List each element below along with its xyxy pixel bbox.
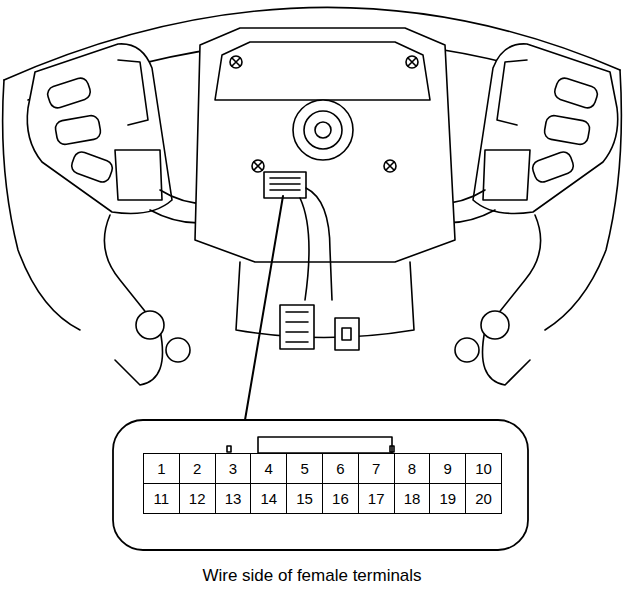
switch-bracket <box>115 150 162 200</box>
pin-number: 3 <box>229 461 237 476</box>
pin-cell: 6 <box>322 453 359 484</box>
pin-number: 2 <box>193 461 201 476</box>
pin-cell: 17 <box>358 483 395 514</box>
harness-plug <box>286 312 308 342</box>
harness-plug <box>335 318 359 350</box>
leader-line <box>245 196 283 420</box>
airbag-housing <box>215 42 430 100</box>
pin-number: 20 <box>475 491 492 506</box>
pin-number: 16 <box>332 491 349 506</box>
switch-bracket <box>118 60 148 125</box>
wheel-connector <box>264 172 306 198</box>
switch-pod <box>27 44 172 214</box>
column-cover <box>236 262 414 338</box>
pin-number: 10 <box>475 461 492 476</box>
pin-cell: 20 <box>465 483 502 514</box>
wheel-spoke <box>104 215 162 385</box>
connector-notch <box>390 446 394 452</box>
pin-number: 6 <box>336 461 344 476</box>
harness-plug <box>342 328 351 340</box>
pin-number: 12 <box>189 491 206 506</box>
pin-number: 9 <box>444 461 452 476</box>
switch-button <box>69 150 114 184</box>
switch-button <box>54 114 101 145</box>
pin-cell: 18 <box>394 483 431 514</box>
pin-cell: 4 <box>250 453 287 484</box>
pin-number: 15 <box>296 491 313 506</box>
pin-number: 5 <box>300 461 308 476</box>
pin-cell: 8 <box>394 453 431 484</box>
pin-number: 11 <box>154 491 170 506</box>
pin-number: 1 <box>157 461 165 476</box>
pin-cell: 14 <box>250 483 287 514</box>
pin-cell: 5 <box>286 453 323 484</box>
connector-notch <box>227 446 231 452</box>
wire-harness <box>306 188 332 300</box>
wheel-connector <box>270 178 300 190</box>
pin-number: 17 <box>368 491 385 506</box>
connector-latch <box>258 437 392 453</box>
switch-button <box>166 338 190 362</box>
pin-number: 4 <box>265 461 273 476</box>
pin-number: 19 <box>439 491 456 506</box>
switch-button <box>46 76 93 110</box>
pin-cell: 2 <box>179 453 216 484</box>
steering-hub <box>304 111 342 149</box>
steering-hub <box>293 100 353 160</box>
pin-number: 18 <box>404 491 421 506</box>
pin-cell: 13 <box>215 483 252 514</box>
screw <box>230 56 418 172</box>
switch-button <box>136 311 164 339</box>
pin-cell: 16 <box>322 483 359 514</box>
wire-harness <box>300 198 309 300</box>
pin-cell: 19 <box>429 483 466 514</box>
pin-number: 8 <box>408 461 416 476</box>
airbag-housing <box>195 28 455 262</box>
pin-number: 14 <box>260 491 277 506</box>
pin-cell: 10 <box>465 453 502 484</box>
pin-cell: 1 <box>143 453 180 484</box>
pin-cell: 7 <box>358 453 395 484</box>
harness-plug <box>280 305 314 349</box>
pin-number: 7 <box>372 461 380 476</box>
pin-cell: 11 <box>143 483 180 514</box>
pin-cell: 9 <box>429 453 466 484</box>
pin-cell: 12 <box>179 483 216 514</box>
pin-number: 13 <box>225 491 242 506</box>
connector-outline <box>113 420 528 550</box>
pin-cell: 3 <box>215 453 252 484</box>
pin-cell: 15 <box>286 483 323 514</box>
steering-hub <box>315 122 331 138</box>
caption: Wire side of female terminals <box>0 566 624 586</box>
